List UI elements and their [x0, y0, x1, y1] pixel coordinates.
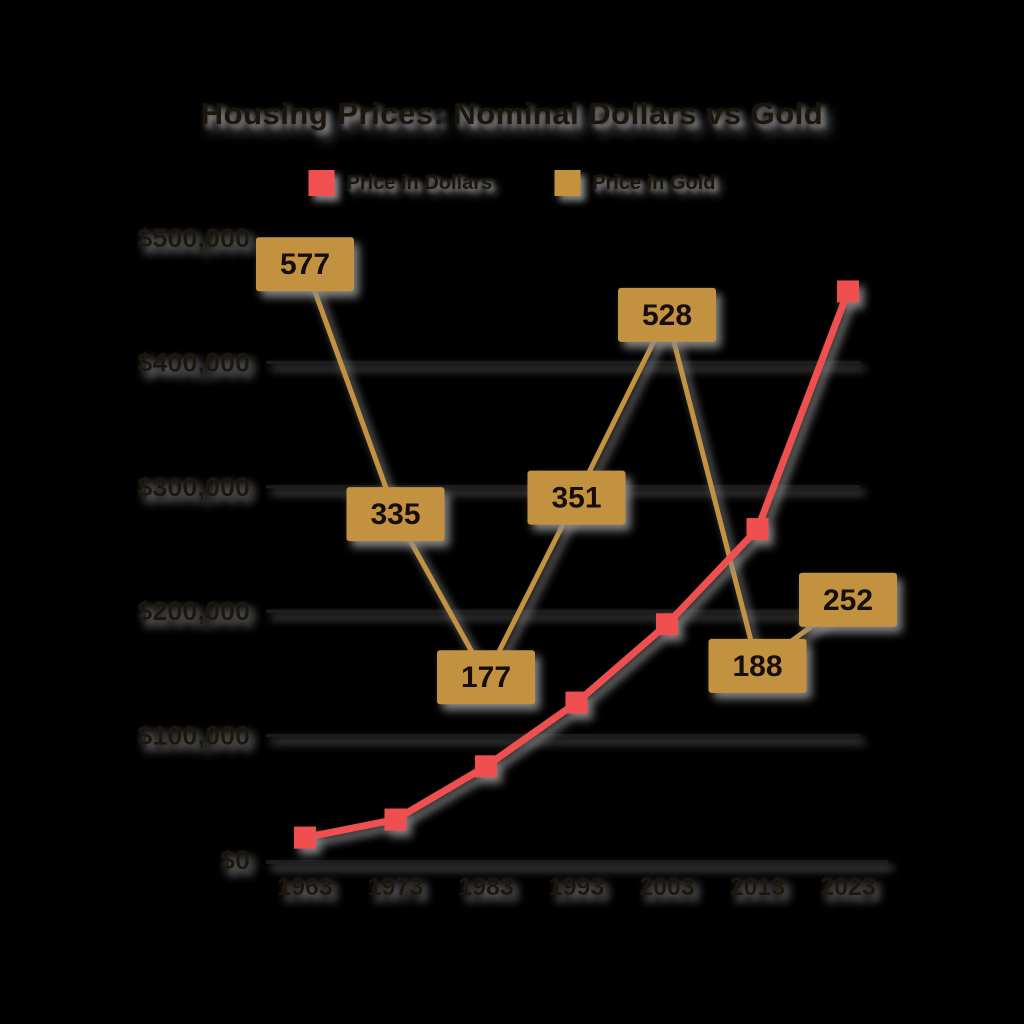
gold-label-value: 528 — [642, 299, 692, 332]
dollars-swatch-icon — [308, 170, 335, 196]
gold-label-value: 577 — [280, 248, 330, 281]
dollar-marker — [294, 826, 316, 849]
legend-label-dollars: Price in Dollars — [346, 171, 493, 194]
dollar-marker — [565, 691, 588, 714]
y-axis-label: $0 — [220, 845, 250, 875]
gold-label-box — [346, 487, 445, 542]
gold-label-value: 351 — [551, 482, 601, 515]
dollar-line — [301, 287, 852, 842]
x-axis-label: 1993 — [549, 873, 605, 901]
dollar-line-group — [294, 280, 859, 849]
gold-label-boxes: 577 335 177 351 528 188 252 — [256, 237, 897, 705]
dollar-marker — [837, 280, 859, 303]
gold-label-value: 188 — [732, 650, 782, 683]
gold-label-box — [256, 237, 354, 292]
gold-label-box — [618, 287, 716, 342]
x-axis-label: 2003 — [639, 873, 695, 901]
dollar-marker — [475, 755, 497, 778]
gold-label-box — [437, 650, 535, 705]
x-axis-label: 2023 — [820, 873, 876, 901]
y-axis-label: $100,000 — [137, 721, 250, 751]
y-axis-label: $300,000 — [137, 472, 250, 502]
dollar-marker — [384, 808, 407, 831]
gold-label-box — [799, 572, 897, 627]
y-axis-label: $200,000 — [137, 596, 250, 626]
legend-item-dollars: Price in Dollars — [308, 170, 493, 196]
chart-title: Housing Prices: Nominal Dollars vs Gold — [200, 96, 824, 131]
dollar-marker — [656, 613, 678, 636]
gold-label-box — [527, 470, 626, 525]
x-axis-label: 2013 — [730, 873, 786, 901]
gold-swatch-icon — [554, 170, 581, 196]
gold-label-value: 252 — [823, 584, 873, 617]
legend-item-gold: Price in Gold — [554, 170, 715, 196]
x-axis-label: 1973 — [368, 873, 424, 901]
x-axis-label: 1963 — [277, 873, 333, 901]
y-axis-label: $500,000 — [137, 223, 250, 253]
gold-label-value: 335 — [370, 498, 420, 531]
gold-label-box — [708, 638, 807, 693]
x-axis-labels: 1963 1973 1983 1993 2003 2013 2023 — [277, 873, 876, 901]
y-axis-labels: $0 $100,000 $200,000 $300,000 $400,000 $500,0… — [137, 223, 250, 875]
legend: Price in Dollars Price in Gold — [308, 170, 715, 196]
gold-label-value: 177 — [461, 661, 511, 694]
dollar-marker — [746, 518, 769, 541]
x-axis-label: 1983 — [458, 873, 514, 901]
y-axis-label: $400,000 — [137, 347, 250, 377]
legend-label-gold: Price in Gold — [592, 171, 716, 194]
